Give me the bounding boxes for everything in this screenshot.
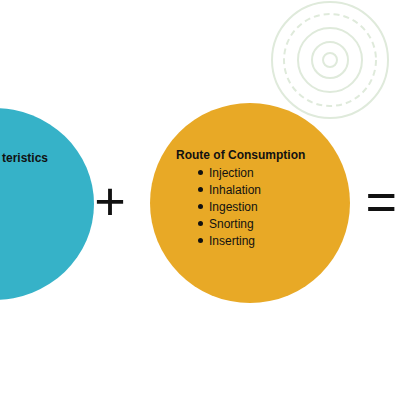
bullet-item: Ingestion bbox=[198, 200, 258, 214]
operator-sign: = bbox=[365, 174, 397, 228]
operator-sign: + bbox=[94, 174, 126, 228]
circle-node: Route of ConsumptionInjectionInhalationI… bbox=[150, 103, 350, 303]
ornament-rings bbox=[272, 2, 388, 118]
circle-node: teristics bbox=[0, 108, 94, 300]
node-heading: Route of Consumption bbox=[176, 148, 305, 162]
bullet-item: Snorting bbox=[198, 217, 254, 231]
node-heading: teristics bbox=[2, 151, 48, 165]
bullet-item: Inhalation bbox=[198, 183, 261, 197]
bullet-item: Inserting bbox=[198, 234, 255, 248]
bullet-item: Injection bbox=[198, 166, 254, 180]
